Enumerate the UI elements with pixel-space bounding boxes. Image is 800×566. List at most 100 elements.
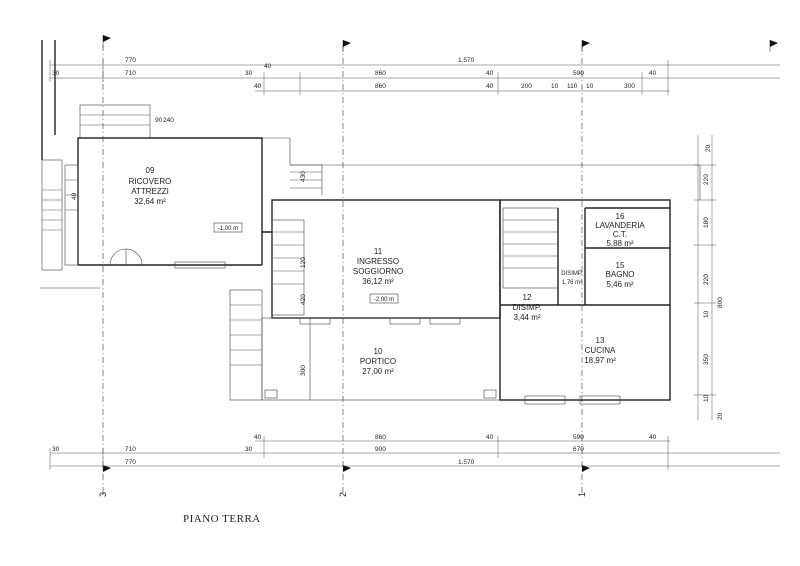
svg-text:LAVANDERIA: LAVANDERIA [595,221,645,230]
dim-top3-40b: 40 [486,83,494,90]
dim-top3-200: 200 [521,83,532,90]
dim-right-10a: 10 [703,310,710,318]
bottom-dimension-lines [49,436,780,470]
dim-right-10b: 10 [703,394,710,402]
level-marker-1: -1,00 m [213,222,243,233]
dim-small-420: 420 [300,294,307,305]
dim-top-710: 710 [125,70,136,77]
svg-text:PORTICO: PORTICO [360,357,396,366]
dim-right-20a: 20 [705,144,712,152]
dim-top-1570: 1.570 [458,57,475,64]
svg-text:11: 11 [374,247,383,256]
axis-label-1: 1 [577,492,587,497]
room-09-outline [64,104,272,266]
dim-right-180: 180 [703,217,710,228]
left-exterior-walls [40,40,100,289]
room-label-13: 13 CUCINA 18,97 m² [584,336,616,365]
dim-top3-110: 110 [567,83,578,90]
svg-text:16: 16 [616,212,625,221]
dim-small-240: 240 [163,117,174,124]
svg-text:32,64 m²: 32,64 m² [134,197,166,206]
dim-top-40c: 40 [649,70,657,77]
svg-text:27,00 m²: 27,00 m² [362,367,394,376]
stair-upper [262,137,701,200]
axis-flag-2 [342,40,351,52]
dim-top3-10b: 10 [586,83,594,90]
svg-text:09: 09 [146,166,155,175]
svg-text:5,46 m²: 5,46 m² [606,280,633,289]
svg-text:36,12 m²: 36,12 m² [362,277,394,286]
room-label-16: 16 LAVANDERIA C.T. 5,88 m² [595,212,645,248]
dim-right-800: 800 [717,297,724,308]
svg-text:5,88 m²: 5,88 m² [606,239,633,248]
dim-right-350: 350 [703,354,710,365]
dim-top-30a: 30 [52,70,60,77]
dim-top-40a: 40 [264,63,272,70]
dim-right-220a: 220 [703,174,710,185]
dim-bottom-40c: 40 [649,434,657,441]
dim-bottom2-670: 670 [573,446,584,453]
svg-text:15: 15 [616,261,625,270]
right-dimension-lines [694,135,716,420]
room-label-11: 11 INGRESSO SOGGIORNO 36,12 m² [353,247,403,286]
dim-small-300: 300 [300,365,307,376]
axis-flag-bottom-1 [582,465,590,472]
window-marks [174,261,621,405]
room-label-09: 09 RICOVERO ATTREZZI 32,64 m² [129,166,172,206]
svg-text:DISIMP.: DISIMP. [561,271,583,277]
level-marker-2: -2,00 m [369,293,399,304]
svg-text:13: 13 [596,336,605,345]
dim-top-30b: 30 [245,70,253,77]
room-label-12: 12 DISIMP. 3,44 m² [513,293,542,322]
svg-text:DISIMP.: DISIMP. [513,303,542,312]
dim-bottom2-710: 710 [125,446,136,453]
dim-bottom-860: 860 [375,434,386,441]
room-10-outline [229,289,501,401]
dim-small-120: 120 [300,257,307,268]
svg-text:-1,00 m: -1,00 m [218,226,238,232]
dim-top-770: 770 [125,57,136,64]
dim-bottom3-1570: 1.570 [458,459,475,466]
dim-top3-860: 860 [375,83,386,90]
dim-bottom3-770: 770 [125,459,136,466]
svg-text:BAGNO: BAGNO [606,270,635,279]
axis-flag-bottom-2 [343,465,351,472]
room-label-disimp-small: DISIMP. 1,76 m² [561,271,583,286]
dim-bottom2-900: 900 [375,446,386,453]
svg-text:ATTREZZI: ATTREZZI [131,187,169,196]
axis-flag-3 [102,35,111,48]
svg-text:1,76 m²: 1,76 m² [562,280,582,286]
dim-small-430: 430 [300,171,307,182]
dim-small-90: 90 [155,117,163,124]
svg-text:-2,00 m: -2,00 m [374,297,394,303]
svg-text:SOGGIORNO: SOGGIORNO [353,267,403,276]
axis-label-2: 2 [338,492,348,497]
svg-text:3,44 m²: 3,44 m² [513,313,540,322]
plan-title: PIANO TERRA [183,513,261,525]
svg-text:10: 10 [374,347,383,356]
dim-small-40: 40 [71,192,78,200]
svg-text:INGRESSO: INGRESSO [357,257,399,266]
dim-top3-40: 40 [254,83,262,90]
dim-bottom2-30a: 30 [52,446,60,453]
room-label-10: 10 PORTICO 27,00 m² [360,347,396,376]
axis-flag-right [769,40,778,52]
dim-right-220b: 220 [703,274,710,285]
dim-bottom2-30b: 30 [245,446,253,453]
dim-top-860: 860 [375,70,386,77]
svg-text:C.T.: C.T. [613,230,627,239]
top-dimension-lines [49,60,780,95]
axis-flag-1 [581,40,590,52]
dim-bottom-40b: 40 [486,434,494,441]
right-block-outline [499,199,671,401]
axis-flag-bottom-3 [103,465,111,472]
dim-top3-300: 300 [624,83,635,90]
svg-text:RICOVERO: RICOVERO [129,177,172,186]
room-label-15: 15 BAGNO 5,46 m² [606,261,635,289]
dim-top-590: 590 [573,70,584,77]
dim-bottom-590: 590 [573,434,584,441]
dim-right-20b: 20 [717,412,724,420]
svg-text:CUCINA: CUCINA [585,346,616,355]
svg-text:12: 12 [523,293,532,302]
